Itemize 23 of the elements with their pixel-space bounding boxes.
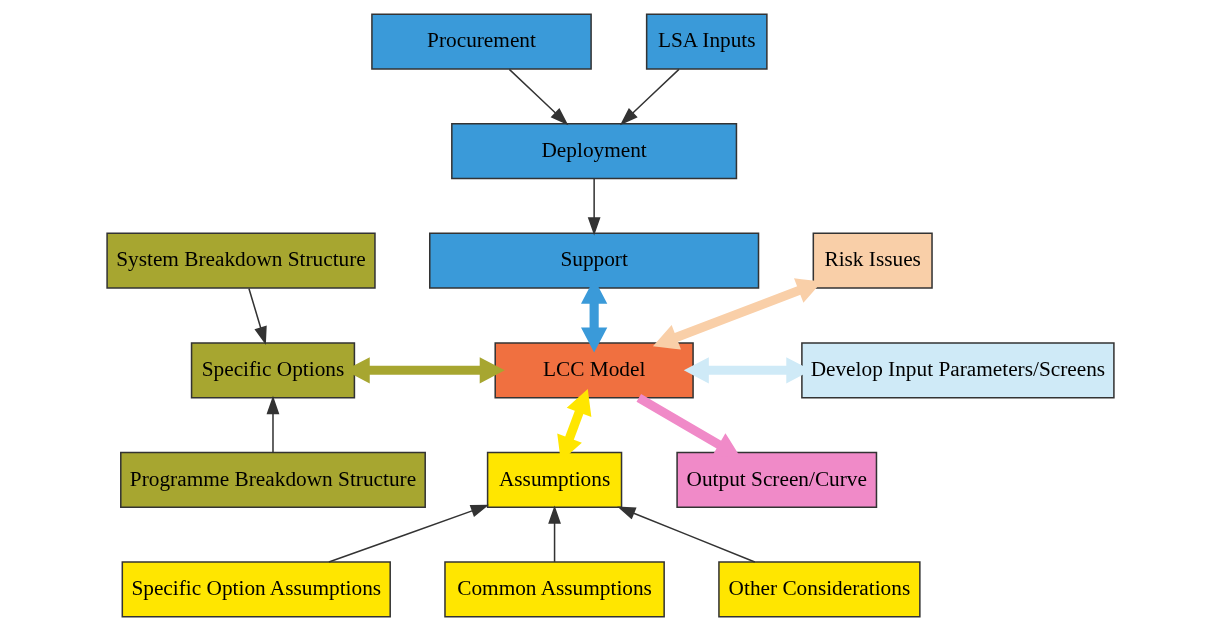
node-box: Programme Breakdown Structure: [120, 451, 426, 509]
arrow: [266, 395, 280, 454]
node-box: Develop Input Parameters/Screens: [801, 342, 1115, 399]
node-box: LCC Model: [494, 342, 694, 399]
arrow: [587, 178, 601, 236]
node-box: Risk Issues: [812, 232, 933, 289]
node-box: Other Considerations: [718, 561, 921, 618]
node-box: Support: [429, 232, 760, 289]
node-box: LSA Inputs: [645, 13, 768, 70]
arrow: [617, 506, 756, 563]
node-box: Procurement: [371, 13, 592, 70]
node-box: Assumptions: [486, 451, 623, 509]
node-box: Common Assumptions: [444, 561, 665, 618]
node-box: Specific Options: [190, 342, 356, 399]
arrow: [328, 504, 490, 563]
arrow: [620, 68, 680, 126]
arrow: [248, 287, 267, 345]
arrow: [508, 68, 569, 126]
node-box: Output Screen/Curve: [676, 451, 878, 509]
node-box: Deployment: [451, 122, 738, 180]
node-box: Specific Option Assumptions: [121, 561, 391, 618]
arrow: [548, 505, 561, 563]
node-box: System Breakdown Structure: [106, 232, 376, 289]
